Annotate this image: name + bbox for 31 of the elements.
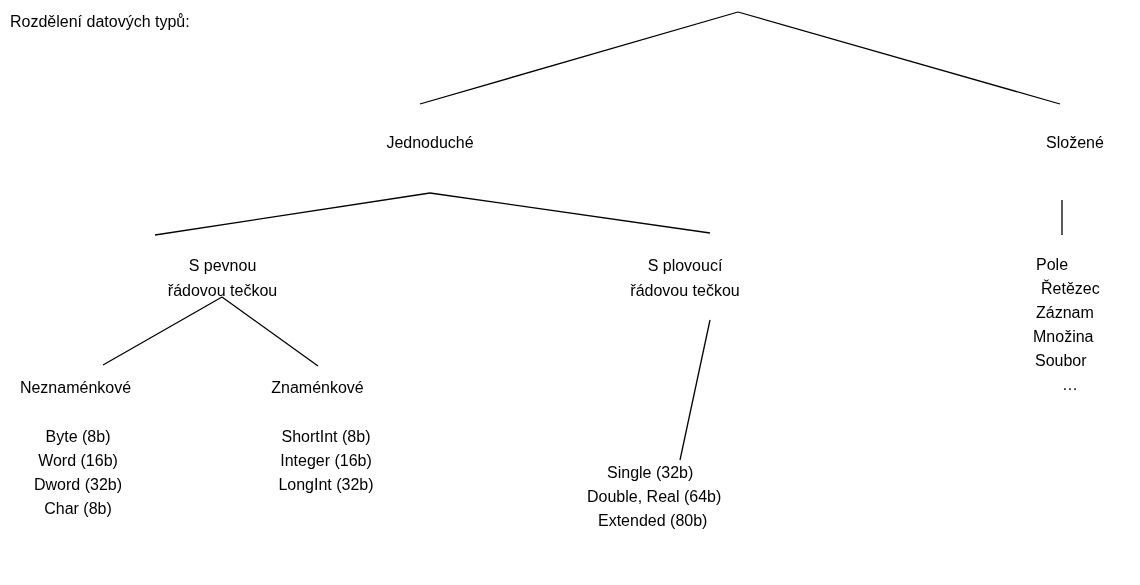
list-item: Řetězec — [1041, 278, 1100, 299]
tree-line — [679, 319, 711, 461]
list-item: Double, Real (64b) — [587, 487, 722, 507]
type-label: Char (8b) — [44, 499, 112, 519]
list-item: Záznam — [1036, 303, 1094, 323]
tree-line — [419, 11, 739, 105]
type-label: LongInt (32b) — [278, 475, 374, 495]
node-label: S pevnou řádovou tečkou — [166, 256, 279, 301]
node-label: Jednoduché — [385, 133, 475, 153]
type-label: Byte (8b) — [45, 427, 111, 447]
list-item: Množina — [1033, 327, 1094, 347]
node-label: Znaménkové — [270, 378, 365, 398]
diagram-title: Rozdělení datových typů: — [10, 12, 190, 32]
tree-line — [737, 11, 1061, 105]
list-item: Extended (80b) — [598, 511, 708, 531]
list-item: Soubor — [1035, 351, 1087, 371]
tree-line — [102, 296, 223, 366]
tree-line — [221, 296, 319, 367]
list-item: … — [1062, 375, 1078, 395]
node-label: Složené — [1045, 133, 1105, 153]
list-item: Single (32b) — [607, 463, 694, 483]
type-label: Dword (32b) — [34, 475, 122, 495]
tree-line — [154, 192, 431, 236]
tree-line — [429, 192, 711, 234]
type-label: Integer (16b) — [280, 451, 372, 471]
tree-line — [1061, 199, 1063, 236]
type-label: ShortInt (8b) — [281, 427, 371, 447]
type-label: Word (16b) — [38, 451, 118, 471]
node-label: Neznaménkové — [18, 378, 133, 398]
node-label: S plovoucí řádovou tečkou — [629, 256, 741, 301]
list-item: Pole — [1036, 255, 1069, 275]
